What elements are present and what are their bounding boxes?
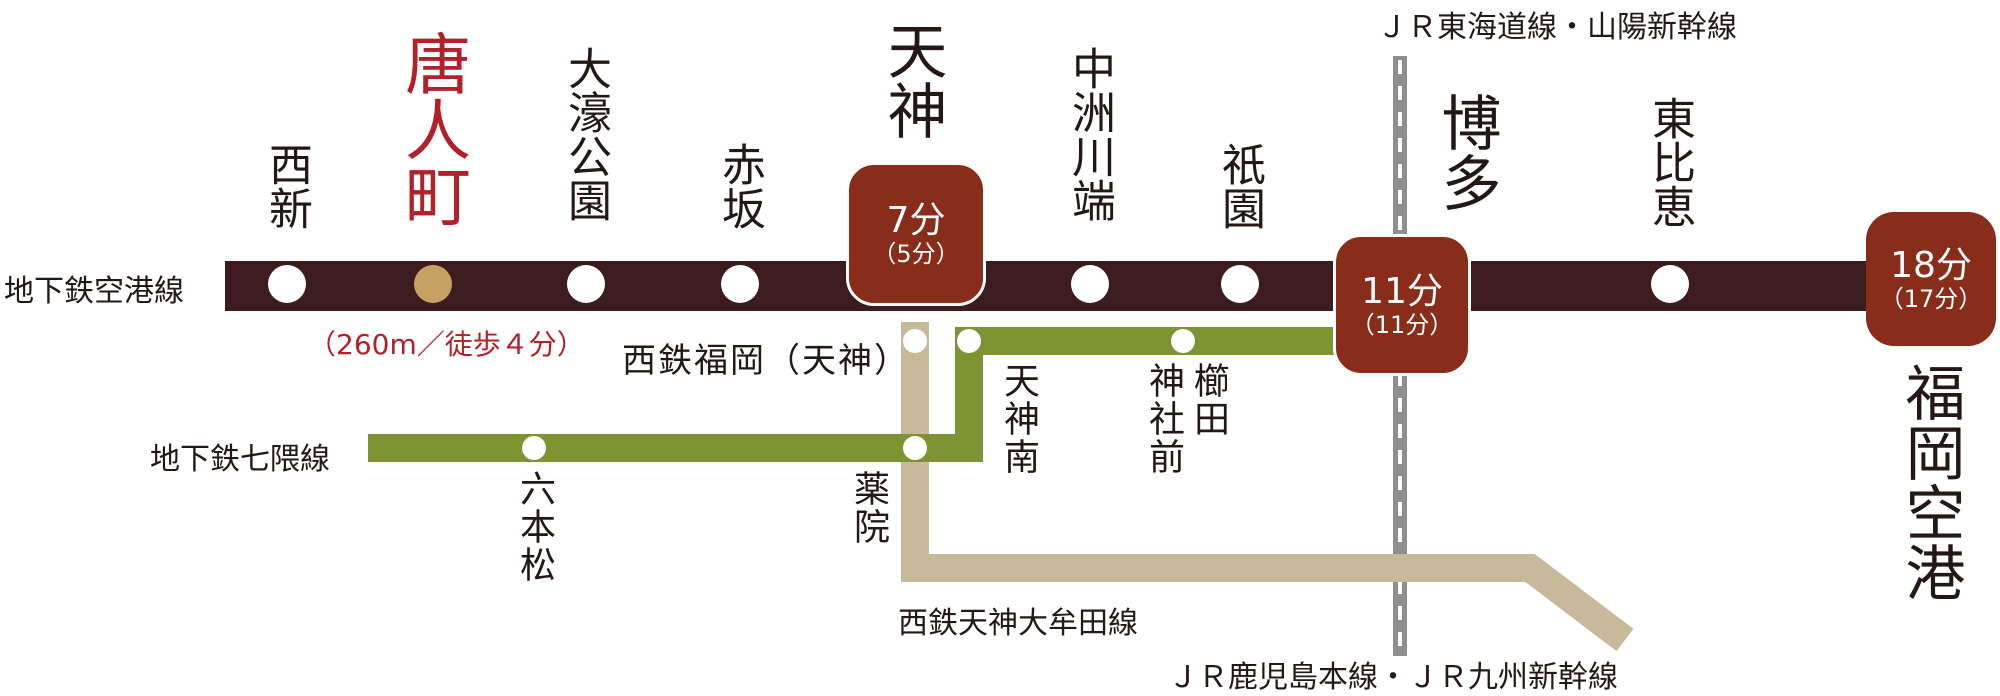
badge-airport: 18分 （17分） bbox=[1866, 212, 1996, 346]
station-dot-tenjinminami bbox=[957, 329, 981, 353]
badge-airport-time: 18分 bbox=[1890, 245, 1972, 286]
station-dot-ohorikoen bbox=[567, 265, 605, 303]
station-dot-higashihie bbox=[1651, 265, 1689, 303]
station-dot-ropponmatsu bbox=[522, 436, 546, 460]
station-label-nakasukawabata: 中洲川端 bbox=[1064, 46, 1115, 222]
station-label-akasaka: 赤坂 bbox=[714, 142, 765, 230]
station-label-nishijin: 西新 bbox=[261, 142, 312, 230]
station-dot-nakasukawabata bbox=[1071, 265, 1109, 303]
station-dot-yakuin bbox=[903, 436, 927, 460]
badge-airport-subtime: （17分） bbox=[1879, 284, 1983, 313]
station-dot-kushidajinjamae bbox=[1171, 329, 1195, 353]
station-dot-tojinmachi bbox=[414, 265, 452, 303]
line-label-airport: 地下鉄空港線 bbox=[4, 274, 184, 309]
station-label-kushidajinjamae-kushida: 櫛田 bbox=[1188, 362, 1229, 438]
station-dot-akasaka bbox=[721, 265, 759, 303]
line-label-nishitetsu: 西鉄天神大牟田線 bbox=[898, 606, 1138, 641]
walk-time-note: （260m／徒歩４分） bbox=[308, 328, 585, 361]
station-label-nishitetsufukuoka: 西鉄福岡（天神） bbox=[622, 341, 910, 381]
station-label-ohorikoen: 大濠公園 bbox=[560, 46, 611, 222]
station-label-tojinmachi: 唐人町 bbox=[394, 30, 471, 228]
badge-hakata-subtime: （11分） bbox=[1350, 310, 1454, 339]
airport-line bbox=[225, 261, 1890, 311]
station-label-higashihie: 東比恵 bbox=[1644, 96, 1695, 228]
station-label-tenjinminami: 天神南 bbox=[998, 362, 1039, 476]
badge-hakata-time: 11分 bbox=[1361, 271, 1443, 312]
badge-tenjin-time: 7分 bbox=[886, 200, 946, 241]
badge-tenjin: 7分 （5分） bbox=[846, 162, 986, 306]
station-label-yakuin: 薬院 bbox=[848, 470, 889, 546]
badge-hakata: 11分 （11分） bbox=[1333, 234, 1471, 376]
station-dot-gion bbox=[1221, 265, 1259, 303]
station-label-tenjin: 天神 bbox=[877, 20, 947, 140]
station-label-fukuokakuko: 福岡空港 bbox=[1895, 362, 1965, 602]
station-dot-nishijin bbox=[268, 265, 306, 303]
line-label-nanakuma: 地下鉄七隈線 bbox=[150, 442, 330, 477]
station-label-gion: 祇園 bbox=[1214, 142, 1265, 230]
station-label-hakata: 博多 bbox=[1431, 92, 1501, 212]
station-label-kushidajinjamae-jinjamae: 神社前 bbox=[1143, 362, 1184, 476]
station-label-ropponmatsu: 六本松 bbox=[514, 470, 555, 584]
station-dot-nishitetsufukuoka bbox=[903, 329, 927, 353]
line-label-jr-top: ＪＲ東海道線・山陽新幹線 bbox=[1377, 10, 1737, 45]
badge-tenjin-subtime: （5分） bbox=[872, 239, 960, 268]
nanakuma-line bbox=[368, 327, 1355, 462]
line-label-jr-bottom: ＪＲ鹿児島本線・ＪＲ九州新幹線 bbox=[1168, 660, 1618, 695]
